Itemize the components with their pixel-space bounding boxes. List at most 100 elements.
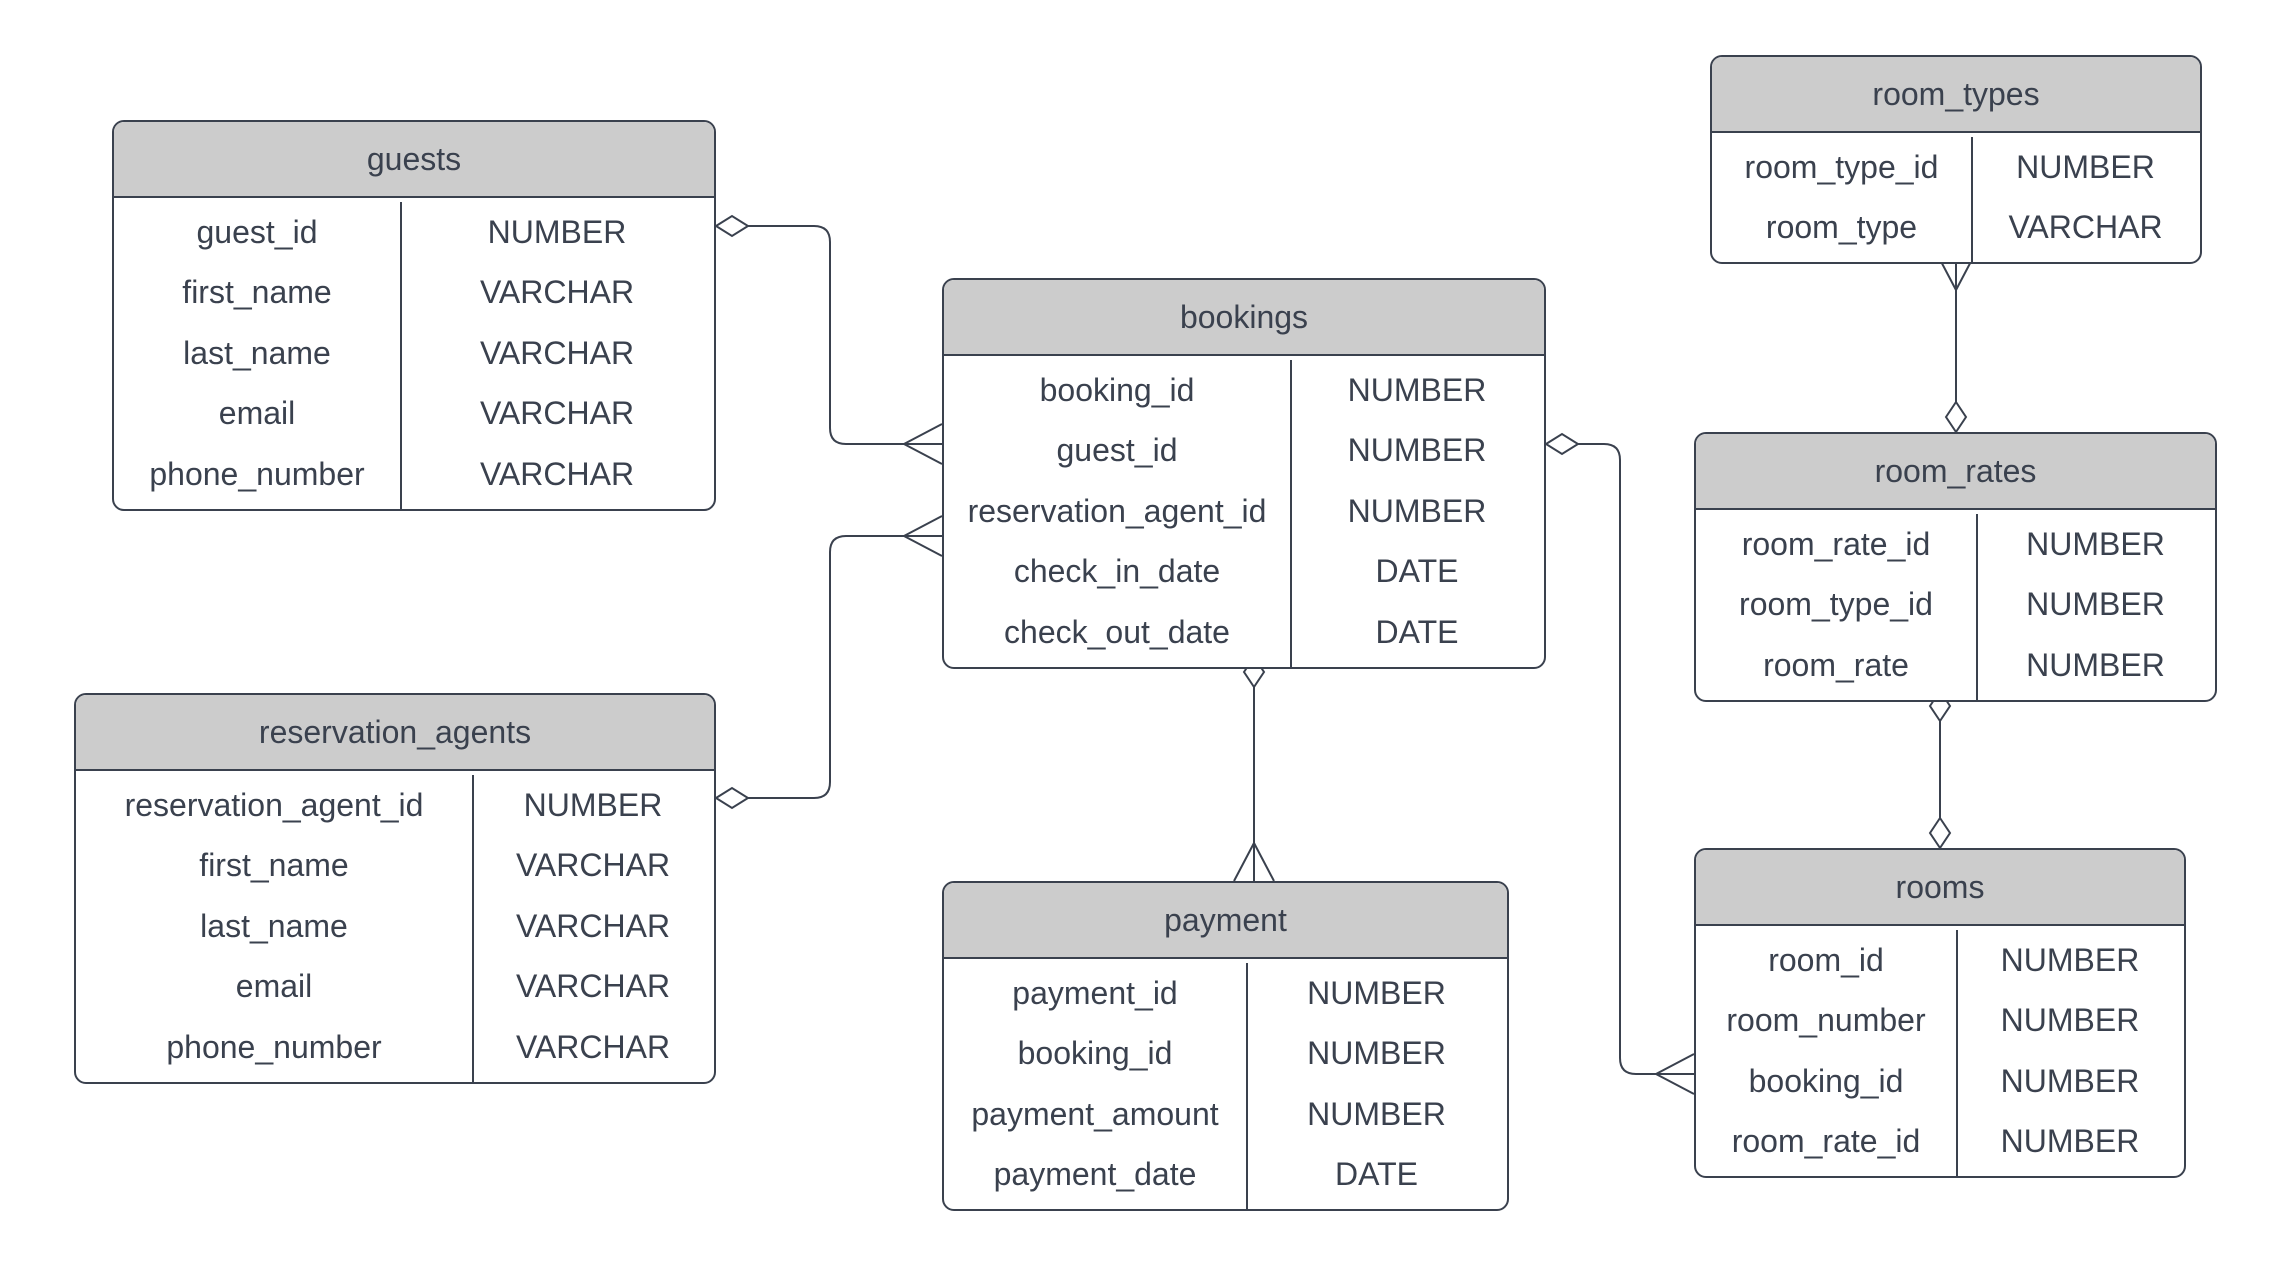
field-row[interactable]: check_in_date DATE (944, 542, 1544, 603)
relationship-room-rates-rooms[interactable] (1928, 689, 1952, 850)
field-type: NUMBER (1347, 492, 1487, 529)
field-name: room_rate_id (1741, 525, 1931, 562)
connector-line (1578, 443, 1694, 1075)
field-type: NUMBER (1307, 974, 1446, 1011)
entity-title: bookings (944, 280, 1544, 356)
relationship-reservation-agents-bookings[interactable] (714, 515, 943, 810)
entity-room-types[interactable]: room_types room_type_id NUMBER room_type VA… (1710, 55, 2202, 264)
field-row[interactable]: last_name VARCHAR (114, 323, 714, 384)
relationship-guests-bookings[interactable] (714, 214, 943, 465)
zero-or-one-marker (1944, 400, 1968, 434)
field-row[interactable]: phone_number VARCHAR (114, 444, 714, 505)
field-name: first_name (199, 847, 349, 884)
field-name: last_name (183, 334, 331, 371)
column-divider (1956, 930, 1958, 1176)
relationship-bookings-payment[interactable] (1233, 655, 1275, 882)
field-name: phone_number (149, 455, 365, 492)
zero-or-one-marker (1928, 816, 1952, 850)
field-row[interactable]: guest_id NUMBER (114, 202, 714, 263)
connector-line (748, 535, 942, 799)
field-row[interactable]: guest_id NUMBER (944, 421, 1544, 482)
field-type: VARCHAR (479, 455, 635, 492)
field-name: room_type_id (1744, 148, 1939, 185)
crow-foot-marker (1233, 842, 1275, 882)
column-divider (1290, 360, 1292, 667)
zero-or-one-marker (1544, 432, 1580, 456)
field-row[interactable]: last_name VARCHAR (76, 896, 714, 957)
zero-or-one-marker (714, 786, 750, 810)
entity-title: reservation_agents (76, 695, 714, 771)
field-name: check_in_date (1013, 553, 1221, 590)
field-type: NUMBER (1307, 1035, 1446, 1072)
field-name: email (218, 395, 296, 432)
field-type: VARCHAR (479, 274, 635, 311)
field-name: payment_id (1012, 974, 1178, 1011)
relationship-bookings-rooms[interactable] (1544, 432, 1695, 1095)
field-type: NUMBER (2000, 941, 2140, 978)
field-type: VARCHAR (515, 968, 671, 1005)
field-type: NUMBER (2000, 1123, 2140, 1160)
crow-foot-marker (1655, 1053, 1695, 1095)
field-type: VARCHAR (2008, 209, 2163, 246)
field-type: DATE (1375, 613, 1459, 650)
field-type: DATE (1375, 553, 1459, 590)
field-type: NUMBER (2016, 148, 2155, 185)
field-name: booking_id (1039, 371, 1195, 408)
field-type: VARCHAR (515, 907, 671, 944)
field-name: room_type (1765, 209, 1918, 246)
field-type: NUMBER (2026, 525, 2165, 562)
field-row[interactable]: room_type_id NUMBER (1696, 575, 2215, 636)
entity-title: guests (114, 122, 714, 198)
field-name: last_name (200, 907, 348, 944)
crow-foot-marker (903, 515, 943, 557)
field-type: NUMBER (487, 213, 627, 250)
field-row[interactable]: room_type VARCHAR (1712, 198, 2200, 259)
entity-title: room_types (1712, 57, 2200, 133)
column-divider (400, 202, 402, 509)
field-row[interactable]: room_rate_id NUMBER (1696, 514, 2215, 575)
field-name: guest_id (196, 213, 318, 250)
field-type: NUMBER (2026, 646, 2165, 683)
field-row[interactable]: payment_id NUMBER (944, 963, 1507, 1024)
field-name: guest_id (1056, 432, 1178, 469)
column-divider (1976, 514, 1978, 700)
field-type: NUMBER (2026, 586, 2165, 623)
field-type: VARCHAR (479, 334, 635, 371)
field-name: room_type_id (1739, 586, 1933, 623)
entity-title: rooms (1696, 850, 2184, 926)
field-type: NUMBER (1347, 432, 1487, 469)
relationship-room-types-room-rates[interactable] (1935, 251, 1977, 434)
field-type: NUMBER (2000, 1062, 2140, 1099)
field-row[interactable]: room_type_id NUMBER (1712, 137, 2200, 198)
